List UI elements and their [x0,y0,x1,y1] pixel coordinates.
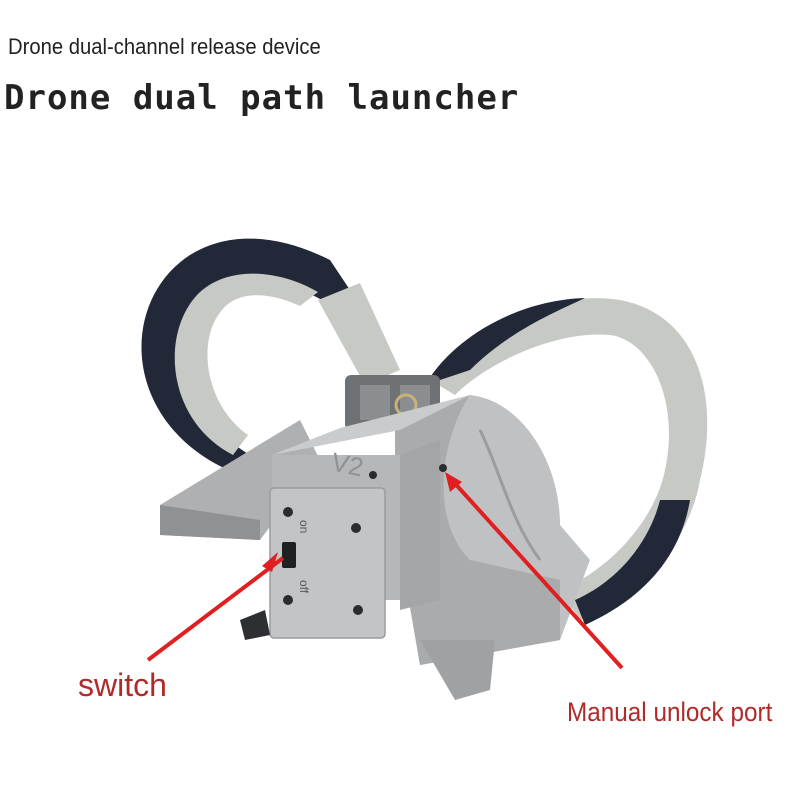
left-strap [141,238,400,470]
screws [283,471,377,615]
subtitle: Drone dual-channel release device [8,34,321,59]
unlock-arrow-head [445,472,462,492]
version-mark: V2 [329,447,366,483]
right-strap [425,298,708,625]
switch-label: switch [78,667,167,703]
switch-on-label: on [297,520,311,533]
switch-slot-icon [282,542,296,568]
unlock-port-icon [439,464,447,472]
unlock-port-label: Manual unlock port [567,697,773,727]
unlock-arrow [448,476,624,670]
switch-off-label: off [297,580,311,594]
switch-arrow-head [262,552,278,572]
switch-arrow [146,556,285,662]
page-title: Drone dual path launcher [4,78,520,118]
